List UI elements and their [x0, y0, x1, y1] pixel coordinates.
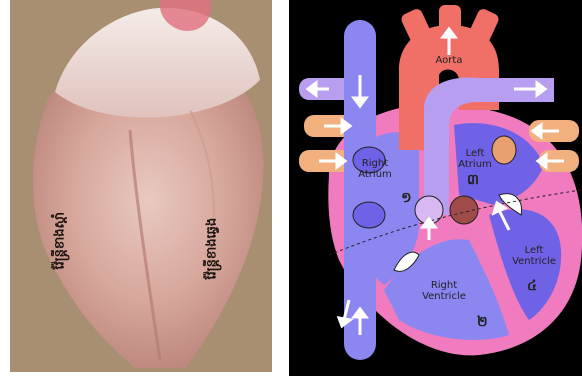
- left-ventricle-label-line1: Left: [509, 245, 559, 256]
- left-atrium-label-line2: Atrium: [455, 159, 495, 170]
- right-ventricle-label-line2: Ventricle: [419, 291, 469, 302]
- aorta-label: Aorta: [429, 55, 469, 66]
- heart-photo-panel: វ៉ែន្ត្រីខាងស្ដាំ វ៉ែន្ត្រីខាងឆ្វេង: [10, 0, 272, 372]
- heart-diagram-panel: Aorta Right Atrium ១ Left Atrium ៣ Right…: [289, 0, 582, 376]
- number-three: ៣: [467, 170, 479, 191]
- number-one: ១: [401, 188, 412, 209]
- left-atrium-label-line1: Left: [455, 148, 495, 159]
- heart-photo: [10, 0, 272, 372]
- right-atrium-label: Right Atrium: [353, 158, 397, 180]
- right-ventricle-label: Right Ventricle: [419, 280, 469, 302]
- left-ventricle-label: Left Ventricle: [509, 245, 559, 267]
- right-atrium-label-line1: Right: [353, 158, 397, 169]
- number-two: ២: [477, 312, 488, 333]
- left-ventricle-label-line2: Ventricle: [509, 256, 559, 267]
- right-atrium-label-line2: Atrium: [353, 169, 397, 180]
- number-four: ៤: [527, 276, 537, 297]
- right-ventricle-label-line1: Right: [419, 280, 469, 291]
- left-ventricle-label-photo-left: វ៉ែន្ត្រីខាងស្ដាំ: [52, 160, 71, 270]
- left-atrium-label: Left Atrium: [455, 148, 495, 170]
- left-ventricle-label-photo-right: វ៉ែន្ត្រីខាងឆ្វេង: [204, 170, 223, 280]
